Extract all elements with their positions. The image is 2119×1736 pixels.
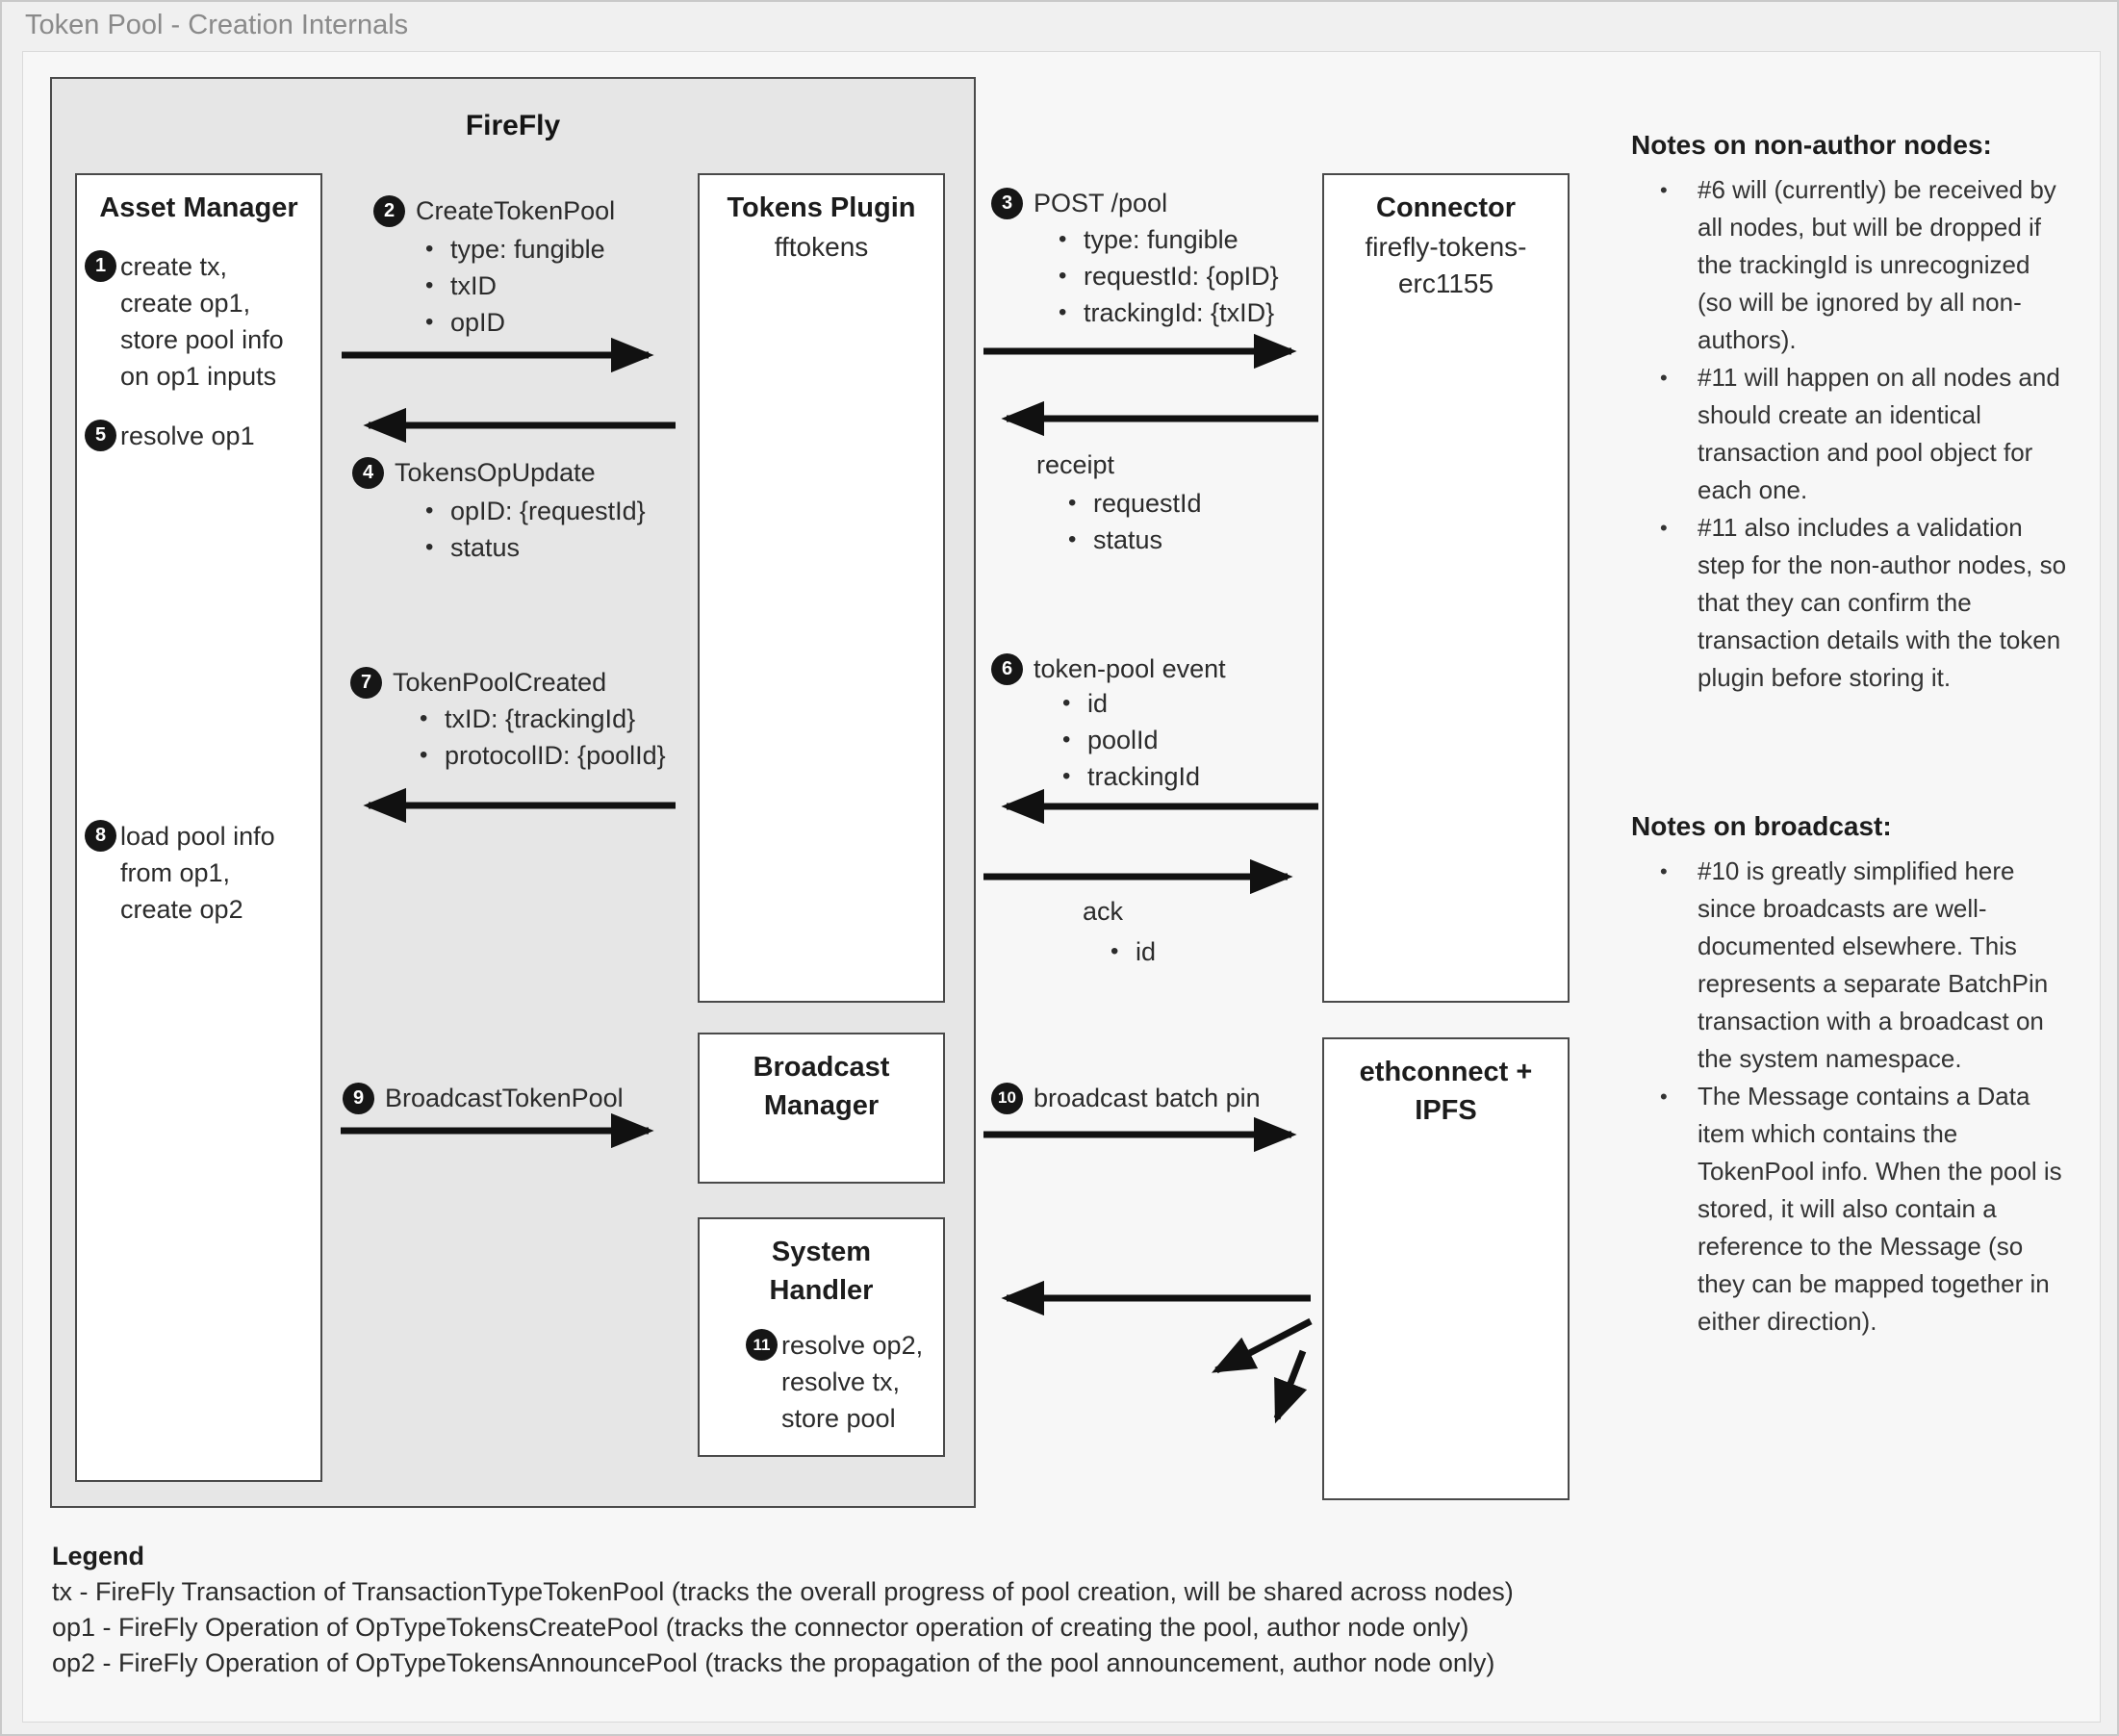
message-6-label: 6 token-pool event — [991, 652, 1226, 685]
message-3-badge: 3 — [991, 187, 1023, 219]
message-10-text: broadcast batch pin — [1034, 1083, 1261, 1112]
notes-non-author-heading: Notes on non-author nodes: — [1631, 130, 1992, 160]
message-7-bullets: txID: {trackingId} protocolID: {poolId} — [420, 701, 666, 774]
system-handler-box: System Handler 11 resolve op2, resolve t… — [698, 1217, 945, 1457]
step-11-text: resolve op2, resolve tx, store pool — [781, 1331, 924, 1433]
message-3-text: POST /pool — [1034, 188, 1168, 217]
legend-item-op1: op1 - FireFly Operation of OpTypeTokensC… — [52, 1613, 1469, 1642]
message-10-label: 10 broadcast batch pin — [991, 1082, 1261, 1114]
note-item: The Message contains a Data item which c… — [1631, 1078, 2071, 1340]
legend: Legend tx - FireFly Transaction of Trans… — [52, 1538, 2073, 1681]
step-5-text: resolve op1 — [120, 421, 255, 450]
tokens-plugin-subtitle: fftokens — [774, 232, 869, 262]
message-6-bullets: id poolId trackingId — [1062, 685, 1200, 795]
message-4-text: TokensOpUpdate — [395, 457, 596, 487]
note-item: #11 will happen on all nodes and should … — [1631, 359, 2071, 509]
message-6-text: token-pool event — [1034, 653, 1226, 683]
receipt-bullets: requestId status — [1068, 485, 1202, 558]
message-9-badge: 9 — [343, 1082, 374, 1114]
message-4-badge: 4 — [352, 456, 384, 489]
firefly-group-label: FireFly — [465, 110, 561, 141]
notes-broadcast-heading: Notes on broadcast: — [1631, 811, 1892, 841]
notes-non-author-list: #6 will (currently) be received by all n… — [1631, 171, 2071, 697]
step-8-text: load pool info from op1, create op2 — [120, 822, 275, 924]
receipt-label: receipt — [1036, 450, 1115, 479]
message-4-bullets: opID: {requestId} status — [425, 493, 646, 566]
step-8: 8 load pool info from op1, create op2 — [85, 812, 275, 928]
message-2-label: 2 CreateTokenPool — [373, 194, 615, 227]
note-item: #6 will (currently) be received by all n… — [1631, 171, 2071, 359]
note-item: #11 also includes a validation step for … — [1631, 509, 2071, 697]
asset-manager-title: Asset Manager — [99, 192, 298, 223]
step-1: 1 create tx, create op1, store pool info… — [85, 243, 284, 395]
step-1-text: create tx, create op1, store pool info o… — [120, 252, 284, 391]
broadcast-manager-title: Broadcast Manager — [753, 1052, 890, 1121]
tokens-plugin-box: Tokens Plugin fftokens — [698, 173, 945, 1003]
step-1-badge: 1 — [85, 250, 116, 282]
message-7-label: 7 TokenPoolCreated — [350, 666, 606, 699]
note-item: #10 is greatly simplified here since bro… — [1631, 853, 2071, 1078]
legend-heading: Legend — [52, 1542, 145, 1570]
ack-label: ack — [1083, 897, 1124, 926]
message-2-text: CreateTokenPool — [416, 195, 616, 225]
system-handler-title: System Handler — [769, 1237, 874, 1306]
ethconnect-ipfs-box: ethconnect + IPFS — [1322, 1037, 1570, 1500]
message-9-label: 9 BroadcastTokenPool — [343, 1082, 624, 1114]
step-8-badge: 8 — [85, 820, 116, 852]
message-6-badge: 6 — [991, 652, 1023, 685]
page-title: Token Pool - Creation Internals — [25, 10, 409, 40]
message-2-bullets: type: fungible txID opID — [425, 231, 605, 341]
legend-item-op2: op2 - FireFly Operation of OpTypeTokensA… — [52, 1648, 1495, 1677]
broadcast-manager-box: Broadcast Manager — [698, 1033, 945, 1184]
notes-non-author-section: Notes on non-author nodes: #6 will (curr… — [1631, 127, 2071, 697]
legend-item-tx: tx - FireFly Transaction of TransactionT… — [52, 1577, 1514, 1606]
step-5: 5 resolve op1 — [85, 412, 255, 454]
tokens-plugin-title: Tokens Plugin — [727, 192, 916, 223]
ack-bullets: id — [1111, 933, 1156, 970]
notes-broadcast-list: #10 is greatly simplified here since bro… — [1631, 853, 2071, 1340]
message-4-label: 4 TokensOpUpdate — [352, 456, 596, 489]
connector-title: Connector — [1376, 192, 1516, 223]
step-5-badge: 5 — [85, 420, 116, 451]
message-3-label: 3 POST /pool — [991, 187, 1167, 219]
notes-broadcast-section: Notes on broadcast: #10 is greatly simpl… — [1631, 808, 2071, 1340]
message-10-badge: 10 — [991, 1082, 1023, 1114]
message-2-badge: 2 — [373, 194, 405, 227]
step-11: 11 resolve op2, resolve tx, store pool — [746, 1321, 923, 1437]
message-7-badge: 7 — [350, 666, 382, 699]
message-3-bullets: type: fungible requestId: {opID} trackin… — [1059, 221, 1279, 331]
connector-subtitle: firefly-tokens-erc1155 — [1365, 232, 1527, 298]
connector-box: Connector firefly-tokens-erc1155 — [1322, 173, 1570, 1003]
asset-manager-box: Asset Manager 1 create tx, create op1, s… — [75, 173, 322, 1482]
message-7-text: TokenPoolCreated — [393, 667, 607, 697]
message-9-text: BroadcastTokenPool — [385, 1083, 624, 1112]
ethconnect-ipfs-title: ethconnect + IPFS — [1359, 1057, 1533, 1126]
step-11-badge: 11 — [746, 1329, 778, 1361]
